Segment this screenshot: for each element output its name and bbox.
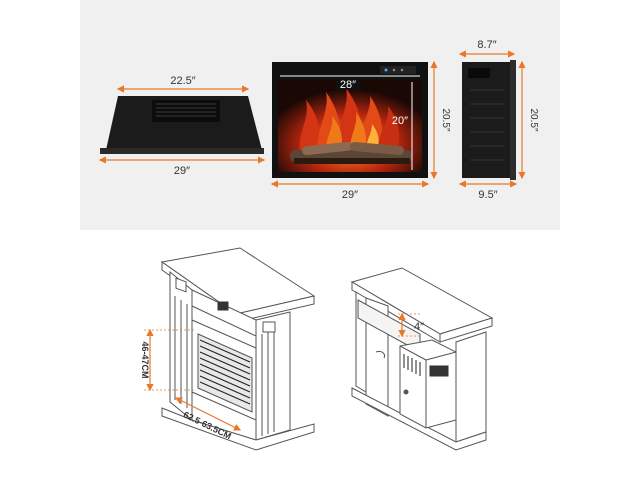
- mantel-insert-vent: [429, 365, 449, 377]
- front-width-label: 29″: [342, 189, 358, 201]
- mantel-height-label: 46-47CM: [140, 341, 150, 378]
- insert-front-view: 28″ 20″ 20.5″ 29″: [270, 60, 451, 201]
- side-bottom-depth-label: 9.5″: [478, 189, 497, 201]
- top-width-label: 29″: [174, 165, 190, 177]
- side-height-label: 20.5″: [528, 108, 539, 131]
- front-height-label: 20.5″: [440, 108, 451, 131]
- mantel-back-dimensions: 4″: [398, 312, 424, 338]
- insert-top-front-plate: [100, 148, 264, 154]
- insert-side-body: [462, 62, 514, 178]
- control-button-icon: [400, 68, 404, 72]
- insert-top-body: [106, 96, 262, 150]
- bottom-illustration-panel: [0, 230, 640, 480]
- insert-top-view: 22.5″ 29″: [98, 75, 266, 177]
- mantel-control-knob: [217, 301, 229, 311]
- top-depth-label: 22.5″: [170, 75, 195, 87]
- mantel-insert-grille: [403, 354, 421, 376]
- mantel-firebox-grille: [199, 339, 251, 405]
- insert-side-front-plate: [510, 60, 516, 180]
- insert-top-vent-grille: [156, 103, 216, 117]
- mantel-front-illustration: [160, 247, 316, 451]
- mantel-back-illustration: [350, 267, 494, 451]
- insert-side-view: 8.7″ 20.5″ 9.5″: [458, 39, 539, 201]
- control-button-icon: [392, 68, 396, 72]
- side-top-depth-label: 8.7″: [477, 39, 496, 51]
- mantel-power-cord-icon: [403, 389, 409, 395]
- control-panel: [380, 66, 416, 74]
- mantel-width-dimension-line: [174, 397, 242, 431]
- insert-side-vent: [468, 68, 490, 78]
- inner-width-label-bg: [336, 77, 360, 90]
- power-indicator-icon: [384, 68, 388, 72]
- inner-height-label: 20″: [392, 115, 408, 127]
- mantel-clearance-label: 4″: [414, 321, 424, 333]
- logs: [290, 141, 412, 164]
- insert-side-ribs: [470, 89, 504, 161]
- inner-width-label: 28″: [340, 79, 356, 91]
- insert-top-vent: [152, 100, 220, 122]
